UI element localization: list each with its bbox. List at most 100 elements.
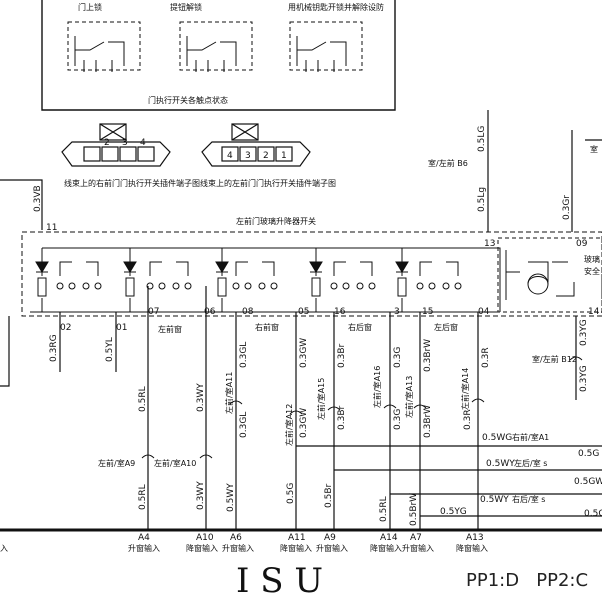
- module-text-2: 安全: [584, 266, 600, 276]
- ref-B6: 室/左前 B6: [428, 158, 468, 168]
- label-unlock: 提钮解锁: [170, 2, 202, 12]
- isu-pin-A6: A6: [230, 533, 242, 543]
- pin-05: 05: [298, 307, 309, 317]
- isu-label-A9: 升窗输入: [316, 543, 348, 553]
- pin-01: 01: [116, 323, 127, 333]
- wire-03G-b: 0.3G: [393, 409, 403, 430]
- isu-label-A6: 升窗输入: [222, 543, 254, 553]
- wire-05Br: 0.5Br: [324, 484, 334, 508]
- pin-02: 02: [60, 323, 71, 333]
- actuator-switch-unlock: [179, 21, 253, 72]
- isu-pin-A10: A10: [196, 533, 214, 543]
- window-right-front: 右前窗: [255, 322, 279, 332]
- isu-pin-A4: A4: [138, 533, 150, 543]
- pin-11: 11: [46, 223, 57, 233]
- pin-04: 04: [478, 307, 490, 317]
- ref-B12: 室/左前 B12: [532, 354, 577, 364]
- pin-06: 06: [204, 307, 216, 317]
- window-right-rear: 右后窗: [348, 322, 372, 332]
- wire-03BrW-b: 0.3BrW: [423, 405, 433, 438]
- ref-right-A2: 左后/室 s: [514, 458, 547, 468]
- conn-right-pin-3: 3: [245, 151, 251, 161]
- wire-03YG: 0.3YG: [579, 319, 589, 346]
- isu-inputs: A4 升窗输入 A10 降窗输入 A6 升窗输入 A11 降窗输入 A9 升窗输…: [128, 533, 488, 553]
- isu-title: I S U: [236, 561, 323, 601]
- pin-15: 15: [422, 307, 433, 317]
- wire-03R-b: 0.3R: [463, 409, 473, 430]
- label-key-unlock: 用机械钥匙开锁并解除设防: [288, 2, 384, 12]
- conn-left-pin-4: 4: [140, 138, 146, 148]
- ref-A10: 左前/室A10: [154, 458, 196, 468]
- wire-05WG-right: 0.5WG: [482, 433, 512, 443]
- wire-05YL: 0.5YL: [105, 337, 115, 362]
- pin-07: 07: [148, 307, 159, 317]
- ref-A14: 左前/室A14: [460, 368, 470, 410]
- connector-face-right-front: [61, 123, 171, 167]
- pin-3: 3: [394, 307, 400, 317]
- wire-03GL-b: 0.3GL: [239, 412, 249, 438]
- conn-right-pin-1: 1: [281, 151, 287, 161]
- pin-16: 16: [334, 307, 346, 317]
- wire-03R-a: 0.3R: [481, 347, 491, 368]
- isu-pin-A7: A7: [410, 533, 422, 543]
- ref-A11: 左前/室A11: [224, 372, 234, 414]
- led-indicators: [35, 261, 409, 273]
- resistors: [37, 277, 407, 297]
- wire-05WY: 0.5WY: [226, 483, 236, 512]
- wire-05WY-right: 0.5WY: [486, 459, 515, 469]
- wire-03Br-b: 0.3Br: [337, 406, 347, 430]
- isu-pin-A11: A11: [288, 533, 306, 543]
- isu-left-label: 入: [0, 544, 8, 553]
- wire-03BrW-a: 0.3BrW: [423, 339, 433, 372]
- isu-label-A4: 升窗输入: [128, 543, 160, 553]
- wire-03Br-a: 0.3Br: [337, 344, 347, 368]
- wire-03RG: 0.3RG: [49, 334, 59, 362]
- isu-pin-A9: A9: [324, 533, 336, 543]
- ref-A12: 左前/室A12: [284, 404, 294, 446]
- wire-05GW-right: 0.5GW: [574, 477, 602, 487]
- wire-05G: 0.5G: [286, 483, 296, 504]
- window-left-rear: 左后窗: [434, 322, 458, 332]
- wire-03GL-a: 0.3GL: [239, 342, 249, 368]
- wire-05LG: 0.5LG: [477, 126, 487, 152]
- switch-title: 左前门玻璃升降器开关: [236, 216, 316, 226]
- wire-03Gr: 0.3Gr: [562, 195, 572, 220]
- isu-label-A7: 升窗输入: [402, 543, 434, 553]
- pp-label: PP1:D PP2:C: [466, 570, 588, 591]
- conn-left-pin-3: 3: [122, 138, 128, 148]
- isu-pin-A13: A13: [466, 533, 484, 543]
- connector-right-caption: 线束上的左前门门执行开关插件端子图: [200, 178, 336, 188]
- wire-03YG-b: 0.3YG: [579, 365, 589, 392]
- wire-05YG: 0.5YG: [440, 507, 467, 517]
- wire-05C-right: 0.5C: [584, 509, 602, 519]
- switch-terminals: [56, 282, 462, 290]
- actuator-states-panel: [41, 0, 396, 111]
- pin-13: 13: [484, 239, 495, 249]
- wire-05BrW: 0.5BrW: [409, 493, 419, 526]
- actuator-switch-lock: [67, 21, 141, 72]
- conn-left-pin-2: 2: [104, 138, 110, 148]
- ref-A15: 左前/室A15: [316, 378, 326, 420]
- window-switch-box: [21, 231, 602, 317]
- connector-left-caption: 线束上的右前门门执行开关插件端子图: [64, 178, 200, 188]
- wire-03WY: 0.3WY: [196, 383, 206, 412]
- wire-05G-right: 0.5G: [578, 449, 599, 459]
- ref-A13: 左前/室A13: [404, 376, 414, 418]
- wire-05RL-c: 0.5RL: [379, 496, 389, 522]
- ref-right-A3: 右后/室 s: [512, 494, 545, 504]
- label-lock: 门上锁: [78, 2, 102, 12]
- wire-03G-a: 0.3G: [393, 347, 403, 368]
- wire-03WY-b: 0.3WY: [196, 481, 206, 510]
- ref-right-A1: 右前/室A1: [512, 432, 549, 442]
- wire-05Lg: 0.5Lg: [477, 187, 487, 212]
- pin-08: 08: [242, 307, 254, 317]
- ref-room-top: 室: [590, 144, 598, 154]
- wire-03GW-b: 0.3GW: [299, 408, 309, 438]
- actuator-switch-key: [289, 21, 363, 72]
- conn-right-pin-4: 4: [227, 151, 233, 161]
- actuator-caption: 门执行开关各触点状态: [148, 95, 228, 105]
- module-text-1: 玻璃: [584, 254, 600, 264]
- connector-face-left-front: [201, 123, 311, 167]
- switch-internals: [30, 247, 501, 313]
